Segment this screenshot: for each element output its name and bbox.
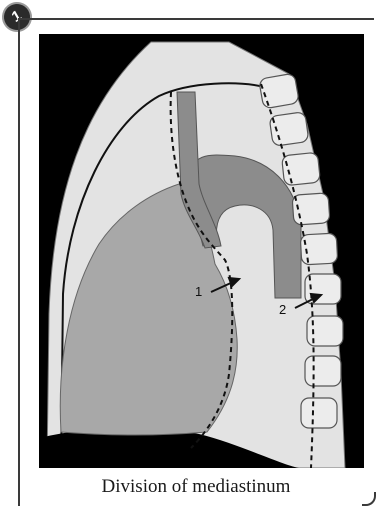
structure-label-1: 1 (195, 284, 202, 299)
vertebra (282, 152, 321, 186)
structure-label-2: 2 (279, 302, 286, 317)
figure-caption: Division of mediastinum (18, 476, 374, 498)
vertebra (269, 112, 309, 147)
vertebra (305, 356, 341, 386)
vertebra (259, 73, 300, 109)
mediastinum-diagram (39, 34, 364, 468)
vertebra (301, 398, 337, 428)
